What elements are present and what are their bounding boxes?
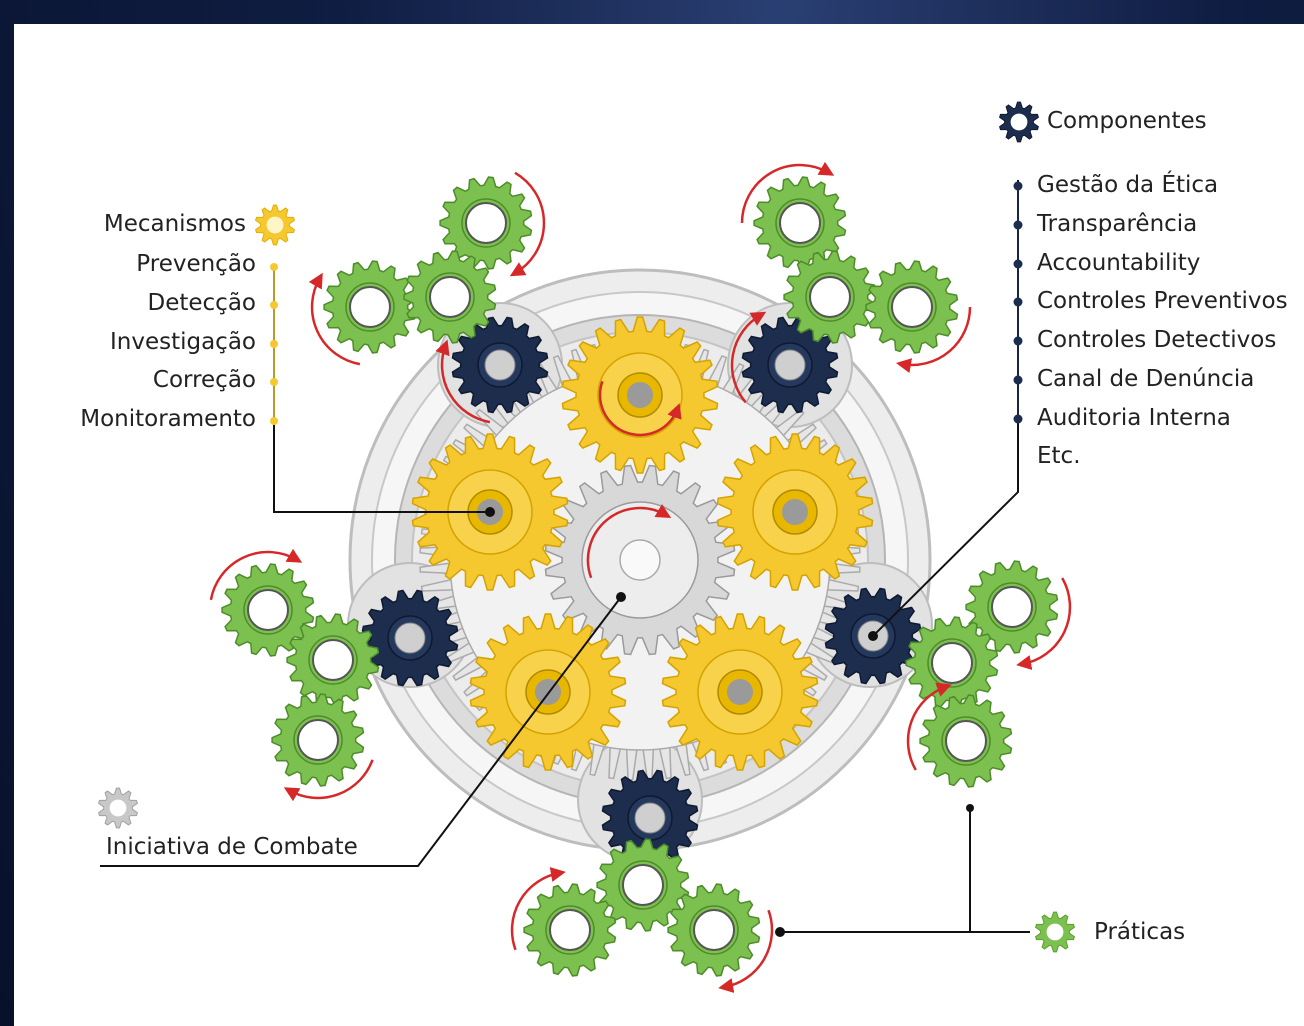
rotation-arrow-1 [308, 272, 361, 366]
componentes-bullets [1013, 181, 1023, 424]
green-gear-10 [905, 616, 999, 710]
mecanismo-item-monitoramento: Monitoramento [80, 406, 256, 432]
green-gear-11 [919, 694, 1013, 788]
green-gear-7 [286, 613, 380, 707]
mecanismo-item-deteccao: Detecção [147, 290, 257, 316]
navy-gear-1 [741, 316, 839, 414]
mecanismos-dot [485, 507, 495, 517]
praticas-dot-2 [966, 804, 974, 812]
componente-item-gestao-etica: Gestão da Ética [1037, 172, 1219, 198]
rotation-arrows [209, 161, 1072, 993]
central-gray-gear [544, 464, 736, 656]
green-gear-6 [221, 563, 315, 657]
green-gear-2 [403, 250, 497, 344]
green-gear-13 [523, 883, 617, 977]
mecanismo-item-correcao: Correção [152, 367, 256, 393]
yellow-gear-2 [716, 433, 874, 591]
navy-gear-2 [361, 589, 459, 687]
componente-item-transparencia: Transparência [1037, 211, 1198, 237]
green-gear-3 [753, 176, 847, 270]
yellow-gear-0 [561, 316, 719, 474]
green-gear-4 [783, 250, 877, 344]
rotation-arrow-3 [895, 306, 972, 374]
connector-dots [485, 507, 974, 937]
green-gear-9 [965, 560, 1059, 654]
rotation-arrow-5 [283, 759, 374, 802]
mecanismo-item-investigacao: Investigação [109, 329, 256, 355]
legend-icons [98, 101, 1075, 953]
rotation-arrow-11 [586, 504, 672, 579]
componentes-dot [868, 631, 878, 641]
yellow-gear-3 [469, 613, 627, 771]
mecanismo-item-prevencao: Prevenção [136, 251, 256, 277]
green-gear-1 [323, 260, 417, 354]
green-gear-icon [1035, 911, 1075, 953]
iniciativa-title: Iniciativa de Combate [106, 834, 358, 860]
iniciativa-connector [100, 596, 622, 867]
green-gear-8 [271, 693, 365, 787]
mecanismos-title: Mecanismos [103, 211, 246, 237]
componente-item-auditoria-interna: Auditoria Interna [1037, 405, 1231, 431]
iniciativa-dot [616, 592, 626, 602]
rotation-arrow-7 [906, 682, 952, 771]
componente-item-accountability: Accountability [1037, 250, 1201, 276]
green-gear-12 [596, 838, 690, 932]
green-gear-5 [865, 260, 959, 354]
dark-gear-icon [999, 101, 1039, 143]
rotation-arrow-8 [510, 867, 566, 951]
sun-gear-icon [255, 204, 295, 246]
rotation-arrow-12 [435, 339, 491, 424]
componente-item-controles-preventivos: Controles Preventivos [1037, 288, 1288, 314]
green-gear-0 [439, 176, 533, 270]
componente-item-canal-denuncia: Canal de Denúncia [1037, 366, 1255, 392]
praticas-dot [775, 927, 785, 937]
praticas-connector [780, 808, 971, 933]
componente-item-etc: Etc. [1037, 443, 1081, 469]
green-gear-14 [667, 883, 761, 977]
componente-item-controles-detectivos: Controles Detectivos [1037, 327, 1277, 353]
componentes-title: Componentes [1047, 108, 1207, 134]
rotation-arrow-9 [718, 909, 774, 993]
rotation-arrow-4 [209, 548, 303, 601]
yellow-gear-4 [661, 613, 819, 771]
rotation-arrow-10 [598, 380, 682, 437]
praticas-title: Práticas [1094, 919, 1186, 945]
rotation-arrow-0 [509, 171, 546, 277]
rotation-arrow-13 [730, 311, 767, 404]
rotation-arrow-2 [740, 161, 835, 224]
gray-gear-icon [98, 787, 138, 829]
navy-gear-0 [451, 316, 549, 414]
rotation-arrow-6 [1016, 577, 1072, 670]
gear-set [221, 176, 1059, 977]
mecanismos-bullets [270, 263, 278, 425]
